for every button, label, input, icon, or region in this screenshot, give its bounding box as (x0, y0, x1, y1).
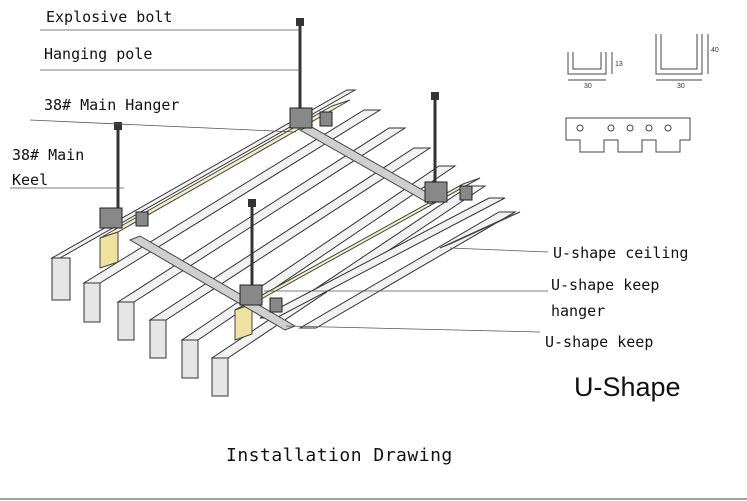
profile-large-u (655, 34, 709, 81)
main-hanger-brackets (99, 107, 473, 313)
u-shape-keep-hanger-label-line2: hanger (551, 302, 606, 320)
large-width-dim: 30 (677, 83, 685, 90)
u-shape-title: U-Shape (574, 372, 681, 402)
large-height-dim: 40 (711, 47, 719, 54)
u-shape-ceiling-strips (50, 89, 517, 397)
hanging-poles (116, 25, 437, 295)
u-shape-ceiling-label: U-shape ceiling (553, 244, 689, 262)
explosive-bolt-label: Explosive bolt (46, 8, 173, 26)
small-height-dim: 13 (615, 61, 623, 68)
u-shape-keep-hanger-label-line1: U-shape keep (551, 276, 660, 294)
installation-drawing-caption: Installation Drawing (226, 445, 453, 466)
u-shape-keep-label: U-shape keep (545, 333, 654, 351)
main-keel-label-line2: Keel (12, 171, 49, 189)
main-hanger-label: 38# Main Hanger (44, 96, 180, 114)
profile-small-u (567, 52, 613, 81)
hanging-pole-label: Hanging pole (44, 45, 153, 63)
leader-lines (10, 29, 549, 333)
pole-caps (114, 18, 439, 207)
profile-keep-strip (565, 117, 691, 153)
main-keel-label-line1: 38# Main (12, 146, 85, 164)
small-width-dim: 30 (584, 83, 592, 90)
